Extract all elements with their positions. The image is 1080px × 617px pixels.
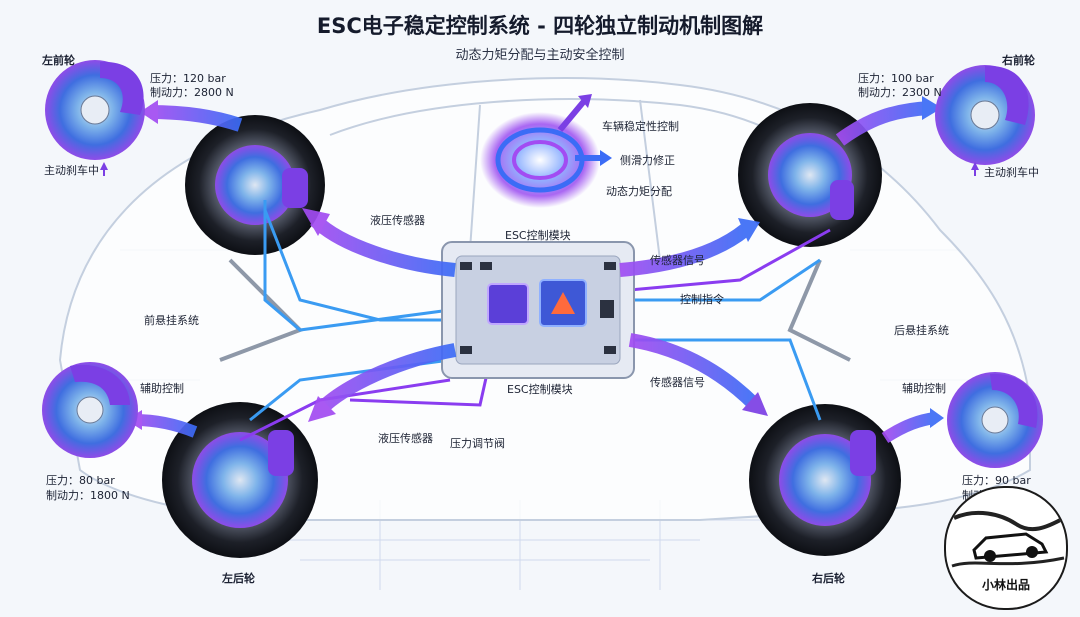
front-right-status: 主动刹车中 [984,166,1039,179]
label-torque-dist: 动态力矩分配 [606,185,672,198]
label-hydraulic-sensor-top: 液压传感器 [370,214,425,227]
front-right-force: 制动力：2300 N [858,86,942,99]
front-left-pressure: 压力：120 bar [150,72,226,85]
rear-left-name: 左后轮 [222,572,255,585]
label-side-slip: 侧滑力修正 [620,154,675,167]
stability-swirl [480,94,612,208]
front-right-name: 右前轮 [1002,54,1035,67]
disc-front-left [45,60,145,160]
diagram-subtitle: 动态力矩分配与主动安全控制 [455,48,625,63]
diagram-title: ESC电子稳定控制系统 - 四轮独立制动机制图解 [316,14,764,38]
brake-lines [249,200,822,422]
front-left-name: 左前轮 [42,54,75,67]
disc-rear-right [947,372,1043,468]
label-sensor-signal-bottom: 传感器信号 [650,376,705,389]
wheel-rear-left-assembly [162,402,318,558]
rear-left-force: 制动力：1800 N [46,489,130,502]
front-right-pressure: 压力：100 bar [858,72,934,85]
rear-left-pressure: 压力：80 bar [46,474,115,487]
label-rear-suspension: 后悬挂系统 [894,324,949,337]
label-pressure-valve: 压力调节阀 [450,437,505,450]
watermark-text: 小林出品 [981,578,1030,592]
label-esc-module-top: ESC控制模块 [505,229,571,242]
wheel-rear-right-assembly [749,404,901,556]
rear-right-name: 右后轮 [812,572,845,585]
disc-rear-left [42,362,138,458]
label-hydraulic-sensor-bottom: 液压传感器 [378,432,433,445]
label-front-suspension: 前悬挂系统 [144,314,199,327]
status-up-arrows [100,162,979,176]
wheel-front-left-assembly [185,115,325,255]
watermark-car-icon [951,510,1065,568]
disc-front-right [935,65,1035,165]
rear-right-assist: 辅助控制 [902,382,946,395]
arrow-group [126,96,944,444]
label-control-command: 控制指令 [680,293,724,306]
label-esc-module-bottom: ESC控制模块 [507,383,573,396]
label-vehicle-stability: 车辆稳定性控制 [602,120,679,133]
rear-left-assist: 辅助控制 [140,382,184,395]
front-left-force: 制动力：2800 N [150,86,234,99]
rear-right-pressure: 压力：90 bar [962,474,1031,487]
front-left-status: 主动刹车中 [44,164,99,177]
label-sensor-signal-top: 传感器信号 [650,254,705,267]
esc-module-graphic [441,241,635,379]
watermark-stamp: 小林出品 [944,486,1068,610]
